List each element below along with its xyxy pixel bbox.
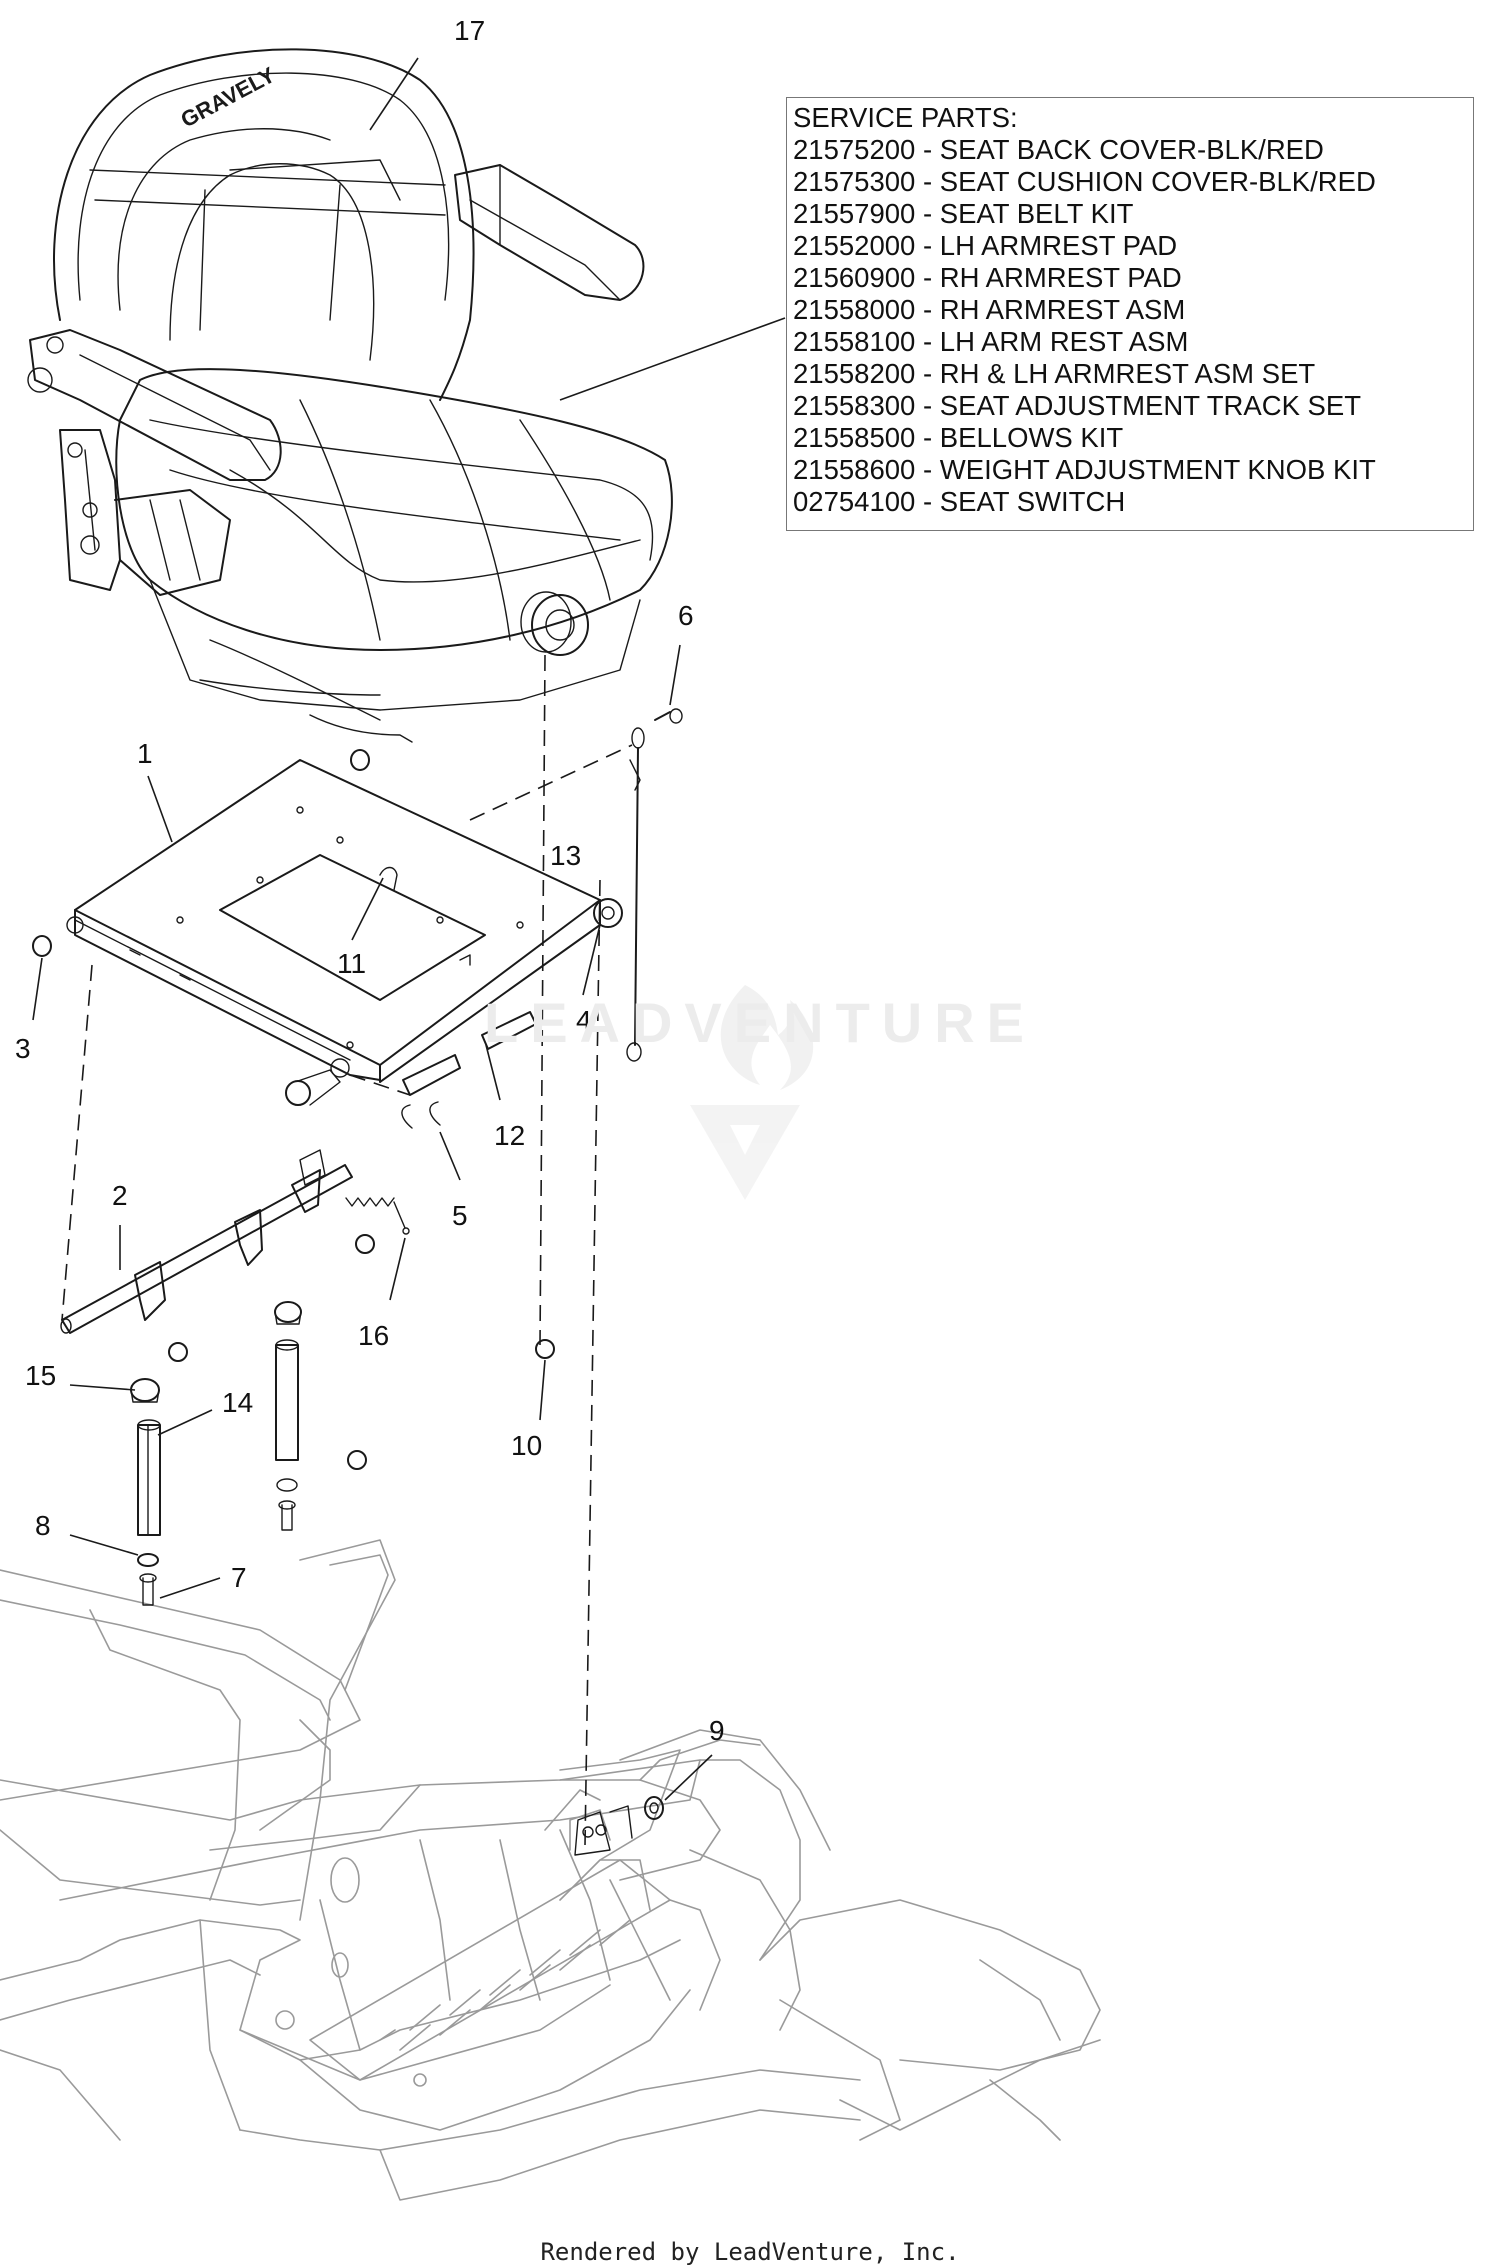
tractor-frame bbox=[0, 1539, 1101, 2201]
callout-16: 16 bbox=[358, 1320, 389, 1351]
part-15-knob bbox=[130, 1378, 160, 1403]
part-2-shaft bbox=[60, 1149, 353, 1334]
callout-10: 10 bbox=[511, 1430, 542, 1461]
service-part-item: 21552000 - LH ARMREST PAD bbox=[793, 230, 1178, 261]
part-6-pin bbox=[631, 708, 683, 749]
service-part-item: 21558100 - LH ARM REST ASM bbox=[793, 326, 1189, 357]
seat-pan bbox=[66, 749, 601, 1083]
part-9-fastener bbox=[644, 1796, 664, 1820]
callout-1: 1 bbox=[137, 738, 153, 769]
callout-labels: 17 1 6 13 11 3 4 12 5 2 16 15 14 10 8 7 … bbox=[15, 15, 725, 1746]
assembly-lines bbox=[61, 654, 633, 1846]
callout-6: 6 bbox=[678, 600, 694, 631]
part-5-clips bbox=[401, 1101, 441, 1129]
footer-credit: Rendered by LeadVenture, Inc. bbox=[540, 2238, 960, 2266]
rear-bracket bbox=[574, 1805, 633, 1856]
callout-13: 13 bbox=[550, 840, 581, 871]
part-14-spacer bbox=[137, 1419, 161, 1536]
service-part-item: 02754100 - SEAT SWITCH bbox=[793, 486, 1126, 517]
service-part-item: 21558600 - WEIGHT ADJUSTMENT KNOB KIT bbox=[793, 454, 1376, 485]
part-3-washer bbox=[32, 935, 52, 957]
watermark-text: LEADVENTURE bbox=[483, 991, 1037, 1054]
service-parts-box: SERVICE PARTS: 21575200 - SEAT BACK COVE… bbox=[786, 97, 1474, 531]
callout-8: 8 bbox=[35, 1510, 51, 1541]
service-part-item: 21575200 - SEAT BACK COVER-BLK/RED bbox=[793, 134, 1324, 165]
service-part-item: 21558000 - RH ARMREST ASM bbox=[793, 294, 1186, 325]
callout-3: 3 bbox=[15, 1033, 31, 1064]
callout-5: 5 bbox=[452, 1200, 468, 1231]
callout-12: 12 bbox=[494, 1120, 525, 1151]
callout-7: 7 bbox=[231, 1562, 247, 1593]
part-7-bolt bbox=[139, 1573, 157, 1606]
service-part-item: 21558500 - BELLOWS KIT bbox=[793, 422, 1124, 453]
callout-11: 11 bbox=[337, 948, 366, 979]
watermark-logo bbox=[690, 985, 814, 1200]
service-part-item: 21558200 - RH & LH ARMREST ASM SET bbox=[793, 358, 1316, 389]
part-4-bushing bbox=[593, 898, 623, 928]
part-12-pins bbox=[402, 1011, 537, 1096]
service-part-item: 21575300 - SEAT CUSHION COVER-BLK/RED bbox=[793, 166, 1376, 197]
part-16-spring bbox=[345, 1197, 410, 1235]
service-part-item: 21560900 - RH ARMREST PAD bbox=[793, 262, 1182, 293]
callout-9: 9 bbox=[709, 1715, 725, 1746]
spacer-right bbox=[274, 1301, 302, 1531]
hex-nuts bbox=[168, 1234, 555, 1470]
callout-4: 4 bbox=[576, 1005, 592, 1036]
callout-15: 15 bbox=[25, 1360, 56, 1391]
callout-17: 17 bbox=[454, 15, 485, 46]
seat-logo-text: GRAVELY bbox=[177, 62, 280, 132]
service-part-item: 21558300 - SEAT ADJUSTMENT TRACK SET bbox=[793, 390, 1362, 421]
watermark: LEADVENTURE bbox=[480, 990, 1040, 1055]
pan-bushing bbox=[285, 1069, 341, 1106]
seat-assembly: GRAVELY bbox=[27, 48, 673, 743]
part-8-washer bbox=[137, 1553, 159, 1567]
part-13-cable bbox=[626, 747, 642, 1062]
service-parts-heading: SERVICE PARTS: bbox=[793, 102, 1018, 133]
leader-lines bbox=[32, 57, 786, 1801]
callout-14: 14 bbox=[222, 1387, 253, 1418]
service-part-item: 21557900 - SEAT BELT KIT bbox=[793, 198, 1134, 229]
callout-2: 2 bbox=[112, 1180, 128, 1211]
